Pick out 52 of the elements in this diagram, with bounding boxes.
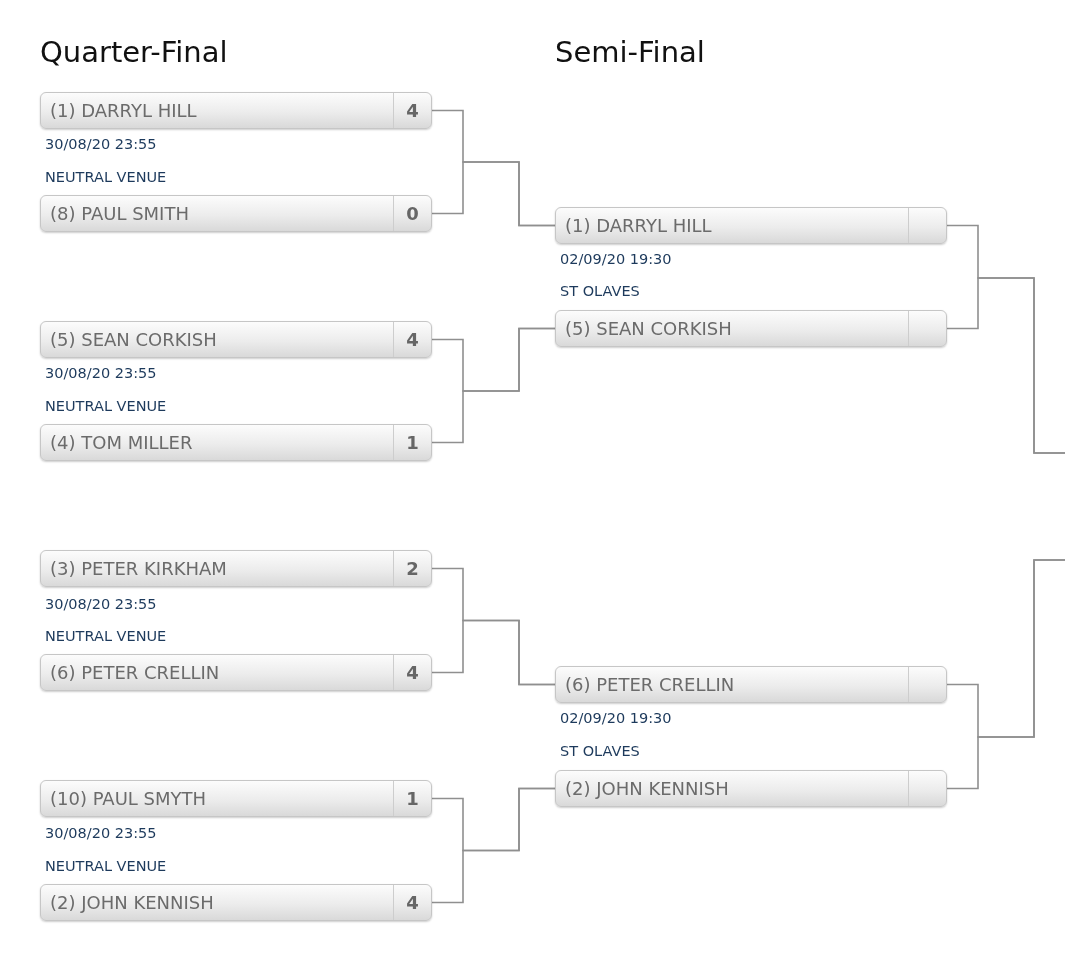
player-bar bbox=[40, 780, 432, 817]
round-heading: Quarter-Final bbox=[40, 35, 228, 69]
player-name: (4) TOM MILLER bbox=[50, 431, 193, 454]
player-name: (3) PETER KIRKHAM bbox=[50, 557, 227, 580]
player-bar bbox=[40, 92, 432, 129]
player-bar bbox=[555, 310, 947, 347]
bracket-line bbox=[431, 161, 556, 227]
score: 4 bbox=[406, 661, 419, 684]
player-name: (1) DARRYL HILL bbox=[50, 99, 197, 122]
player-name: (2) JOHN KENNISH bbox=[565, 777, 729, 800]
player-bar bbox=[40, 321, 432, 358]
player-name: (5) SEAN CORKISH bbox=[50, 328, 217, 351]
match-date: 30/08/20 23:55 bbox=[45, 595, 157, 613]
score: 4 bbox=[406, 891, 419, 914]
player-bar bbox=[555, 666, 947, 703]
match-date: 30/08/20 23:55 bbox=[45, 364, 157, 382]
match-date: 30/08/20 23:55 bbox=[45, 135, 157, 153]
venue-name: NEUTRAL VENUE bbox=[45, 857, 167, 875]
venue-name: NEUTRAL VENUE bbox=[45, 397, 167, 415]
score: 4 bbox=[406, 328, 419, 351]
player-bar bbox=[555, 207, 947, 244]
match-date: 30/08/20 23:55 bbox=[45, 824, 157, 842]
score: 2 bbox=[406, 557, 419, 580]
bracket-line bbox=[946, 559, 1065, 790]
score: 1 bbox=[406, 431, 419, 454]
match-date: 02/09/20 19:30 bbox=[560, 709, 672, 727]
score: 4 bbox=[406, 99, 419, 122]
player-name: (2) JOHN KENNISH bbox=[50, 891, 214, 914]
venue-name: NEUTRAL VENUE bbox=[45, 168, 167, 186]
round-heading: Semi-Final bbox=[555, 35, 705, 69]
player-name: (5) SEAN CORKISH bbox=[565, 317, 732, 340]
player-name: (6) PETER CRELLIN bbox=[565, 673, 735, 696]
bracket-line bbox=[431, 619, 556, 686]
player-name: (1) DARRYL HILL bbox=[565, 214, 712, 237]
bracket-line bbox=[431, 327, 556, 444]
player-bar bbox=[40, 884, 432, 921]
player-bar bbox=[40, 550, 432, 587]
bracket-line bbox=[431, 787, 556, 904]
player-bar bbox=[40, 654, 432, 691]
score: 1 bbox=[406, 787, 419, 810]
bracket-line bbox=[946, 277, 1065, 454]
player-bar bbox=[555, 770, 947, 807]
venue-name: ST OLAVES bbox=[560, 742, 640, 760]
score: 0 bbox=[406, 202, 419, 225]
player-name: (10) PAUL SMYTH bbox=[50, 787, 207, 810]
player-bar bbox=[40, 195, 432, 232]
match-date: 02/09/20 19:30 bbox=[560, 250, 672, 268]
venue-name: NEUTRAL VENUE bbox=[45, 627, 167, 645]
player-name: (8) PAUL SMITH bbox=[50, 202, 189, 225]
player-name: (6) PETER CRELLIN bbox=[50, 661, 220, 684]
venue-name: ST OLAVES bbox=[560, 282, 640, 300]
player-bar bbox=[40, 424, 432, 461]
